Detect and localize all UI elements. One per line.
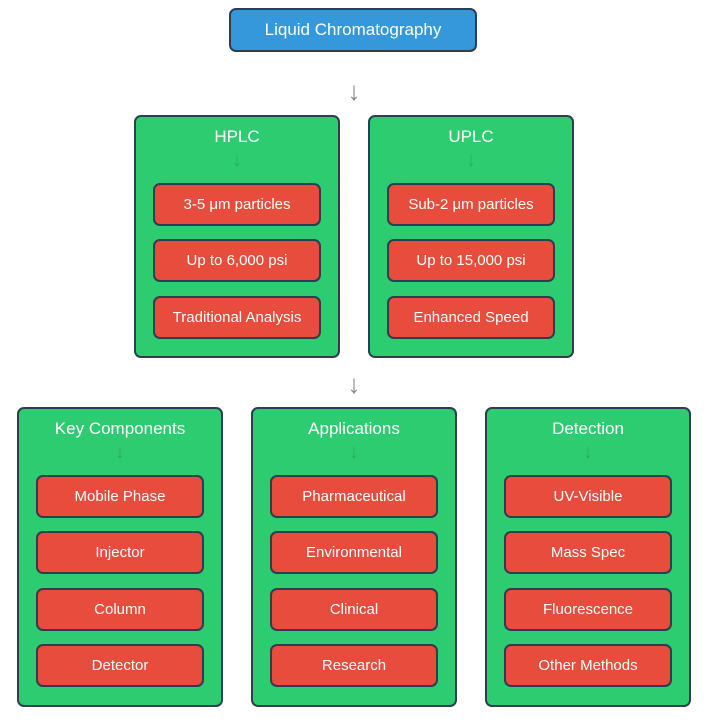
list-item: Up to 6,000 psi	[153, 239, 321, 282]
box-title: Key Components	[54, 419, 186, 438]
list-item: Up to 15,000 psi	[387, 239, 555, 282]
list-item: 3-5 μm particles	[153, 183, 321, 226]
arrow-down-icon: ↓	[583, 441, 593, 463]
list-item: Mass Spec	[504, 531, 672, 574]
list-item: Environmental	[270, 531, 438, 574]
list-item: Column	[36, 588, 204, 631]
list-item: Pharmaceutical	[270, 475, 438, 518]
arrow-down-icon: ↓	[349, 441, 359, 463]
hplc-box: HPLC ↓ 3-5 μm particles Up to 6,000 psi …	[134, 115, 340, 358]
list-item: Sub-2 μm particles	[387, 183, 555, 226]
box-title: HPLC	[214, 127, 260, 146]
box-title: Detection	[552, 419, 624, 438]
list-item: Research	[270, 644, 438, 687]
uplc-box: UPLC ↓ Sub-2 μm particles Up to 15,000 p…	[368, 115, 574, 358]
list-item: Fluorescence	[504, 588, 672, 631]
arrow-down-icon: ↓	[347, 369, 361, 399]
list-item: Other Methods	[504, 644, 672, 687]
box-title: Applications	[308, 419, 400, 438]
root-label: Liquid Chromatography	[264, 20, 442, 39]
detection-box: Detection ↓ UV-Visible Mass Spec Fluores…	[485, 407, 691, 707]
list-item: Detector	[36, 644, 204, 687]
list-item: Injector	[36, 531, 204, 574]
list-item: Enhanced Speed	[387, 296, 555, 339]
list-item: Traditional Analysis	[153, 296, 321, 339]
box-title: UPLC	[448, 127, 494, 146]
root-node: Liquid Chromatography	[229, 8, 477, 52]
arrow-down-icon: ↓	[232, 149, 242, 171]
arrow-down-icon: ↓	[466, 149, 476, 171]
applications-box: Applications ↓ Pharmaceutical Environmen…	[251, 407, 457, 707]
list-item: Clinical	[270, 588, 438, 631]
list-item: UV-Visible	[504, 475, 672, 518]
arrow-down-icon: ↓	[115, 441, 125, 463]
list-item: Mobile Phase	[36, 475, 204, 518]
arrow-down-icon: ↓	[347, 76, 361, 106]
key-components-box: Key Components ↓ Mobile Phase Injector C…	[17, 407, 223, 707]
